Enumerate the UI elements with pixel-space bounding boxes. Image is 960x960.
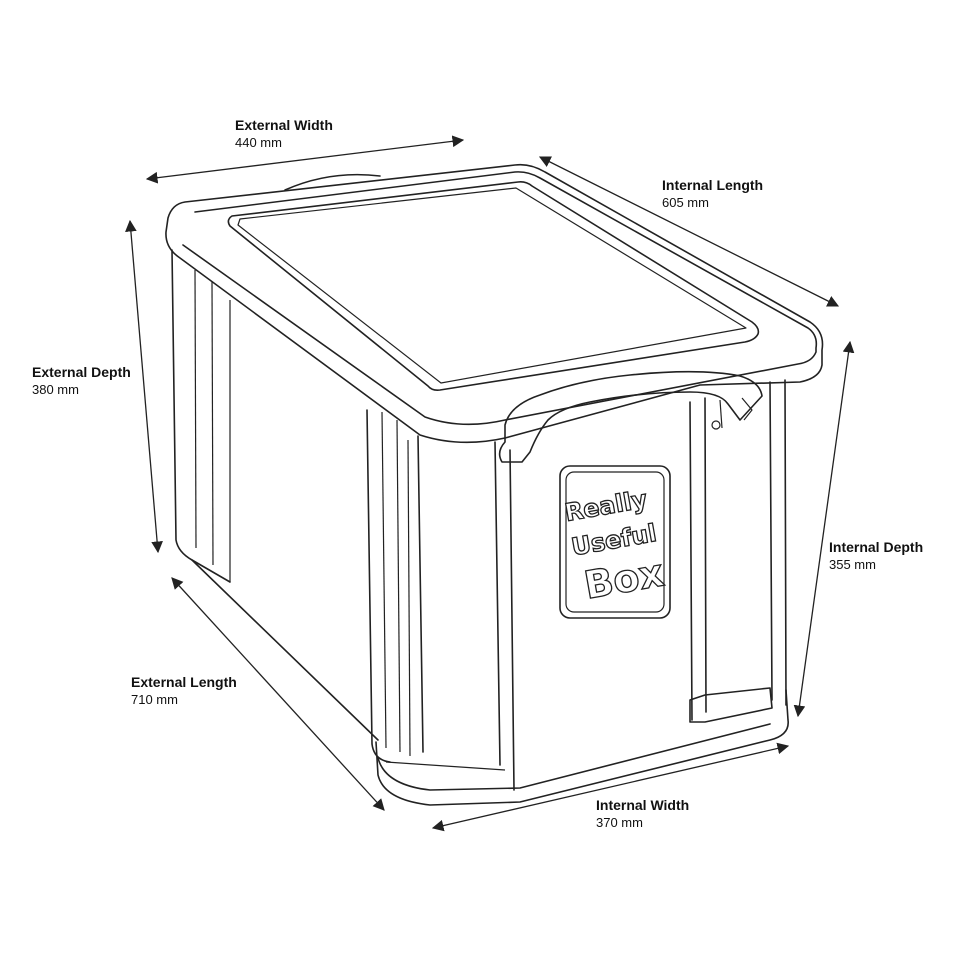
logo-line-1: Really: [563, 485, 650, 527]
external-depth-dimension-line: [125, 219, 163, 554]
internal-depth-label: Internal Depth: [829, 539, 924, 555]
logo-badge: [559, 465, 671, 619]
internal-depth-value: 355 mm: [829, 556, 876, 572]
internal-length-label: Internal Length: [662, 177, 764, 193]
external-depth-value: 380 mm: [32, 381, 79, 397]
logo-line-3: Box: [581, 550, 667, 607]
lid-clip-handle: [498, 370, 763, 463]
external-length-dimension-line: [171, 577, 385, 811]
external-length-callout: External Length 710 mm: [131, 674, 237, 708]
internal-width-value: 370 mm: [596, 814, 643, 830]
internal-depth-dimension-line: [793, 340, 855, 718]
lid-panel: [227, 181, 760, 391]
internal-width-dimension-line: [431, 742, 790, 832]
internal-depth-callout: Internal Depth 355 mm: [829, 539, 923, 573]
external-width-label: External Width: [235, 117, 333, 133]
lid-outline: [165, 163, 824, 444]
external-width-dimension-line: [145, 135, 465, 184]
external-width-callout: External Width 440 mm: [235, 117, 333, 151]
internal-length-dimension-line: [538, 156, 840, 307]
external-length-value: 710 mm: [131, 691, 178, 707]
external-width-value: 440 mm: [235, 134, 282, 150]
internal-width-callout: Internal Width 370 mm: [596, 797, 689, 831]
external-depth-label: External Depth: [32, 364, 131, 380]
external-length-label: External Length: [131, 674, 237, 690]
internal-width-label: Internal Width: [596, 797, 690, 813]
internal-length-callout: Internal Length 605 mm: [662, 177, 763, 211]
box-illustration: Really Useful Box: [165, 163, 824, 806]
external-depth-callout: External Depth 380 mm: [32, 364, 131, 398]
internal-length-value: 605 mm: [662, 194, 709, 210]
